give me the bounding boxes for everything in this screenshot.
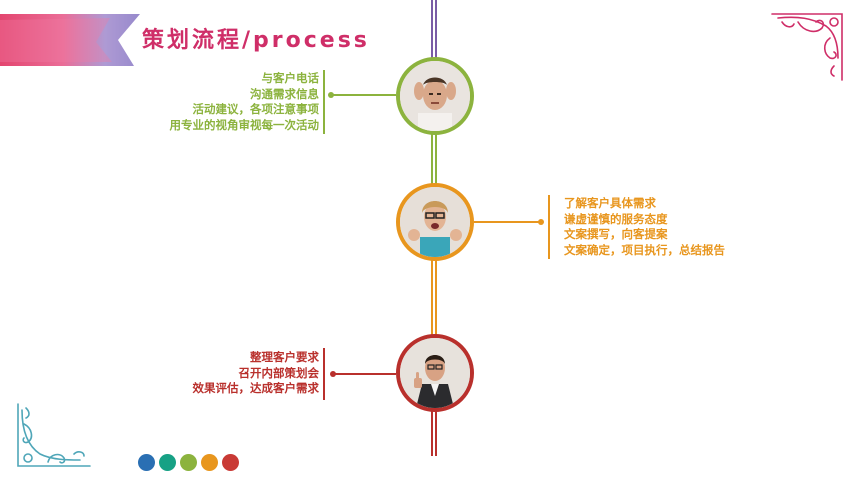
dot-green bbox=[180, 454, 197, 471]
step-2-line-1: 了解客户具体需求 bbox=[564, 196, 656, 210]
step-1-text: 与客户电话 沟通需求信息 活动建议，各项注意事项 用专业的视角审视每一次活动 bbox=[170, 71, 320, 133]
step-2-bracket bbox=[548, 195, 550, 259]
step-3-photo bbox=[396, 334, 474, 412]
dot-blue bbox=[138, 454, 155, 471]
step-1-connector bbox=[332, 94, 396, 96]
step-1-line-1: 与客户电话 bbox=[261, 71, 320, 85]
step-2-text: 了解客户具体需求 谦虚谨慎的服务态度 文案撰写，向客提案 文案确定，项目执行，总… bbox=[564, 196, 725, 258]
step-3-text: 整理客户要求 召开内部策划会 效果评估，达成客户需求 bbox=[193, 350, 320, 397]
step-2-connector bbox=[474, 221, 540, 223]
person-excited-icon bbox=[400, 187, 470, 257]
step-1-arrow bbox=[328, 92, 334, 98]
step-2-photo bbox=[396, 183, 474, 261]
step-1-bracket bbox=[323, 70, 325, 134]
person-thumbs-up-icon bbox=[400, 338, 470, 408]
timeline-line-orange bbox=[431, 259, 437, 336]
title-ribbon bbox=[0, 14, 140, 66]
step-1-photo bbox=[396, 57, 474, 135]
timeline-top-line bbox=[431, 0, 437, 58]
step-3-arrow bbox=[330, 371, 336, 377]
corner-ornament-bottom-left bbox=[17, 403, 91, 467]
step-1-line-3: 活动建议，各项注意事项 bbox=[192, 102, 320, 116]
color-dots bbox=[138, 454, 239, 472]
step-3-line-2: 召开内部策划会 bbox=[238, 365, 320, 380]
step-1-line-2: 沟通需求信息 bbox=[250, 86, 319, 101]
step-3-bracket bbox=[323, 348, 325, 400]
timeline-line-green bbox=[431, 130, 437, 186]
corner-ornament-top-right bbox=[771, 13, 843, 81]
timeline-line-red bbox=[431, 410, 437, 456]
step-2-line-3: 文案撰写，向客提案 bbox=[564, 227, 668, 241]
step-2-arrow bbox=[538, 219, 544, 225]
step-1-line-4: 用专业的视角审视每一次活动 bbox=[169, 117, 320, 132]
step-2-line-4: 文案确定，项目执行，总结报告 bbox=[564, 242, 725, 257]
step-2-line-2: 谦虚谨慎的服务态度 bbox=[564, 211, 668, 226]
dot-orange bbox=[201, 454, 218, 471]
step-3-connector bbox=[334, 373, 396, 375]
step-3-line-3: 效果评估，达成客户需求 bbox=[192, 381, 320, 395]
step-3-line-1: 整理客户要求 bbox=[250, 350, 319, 364]
dot-teal bbox=[159, 454, 176, 471]
page-title: 策划流程/process bbox=[142, 28, 370, 53]
dot-red bbox=[222, 454, 239, 471]
person-stressed-icon bbox=[400, 61, 470, 131]
